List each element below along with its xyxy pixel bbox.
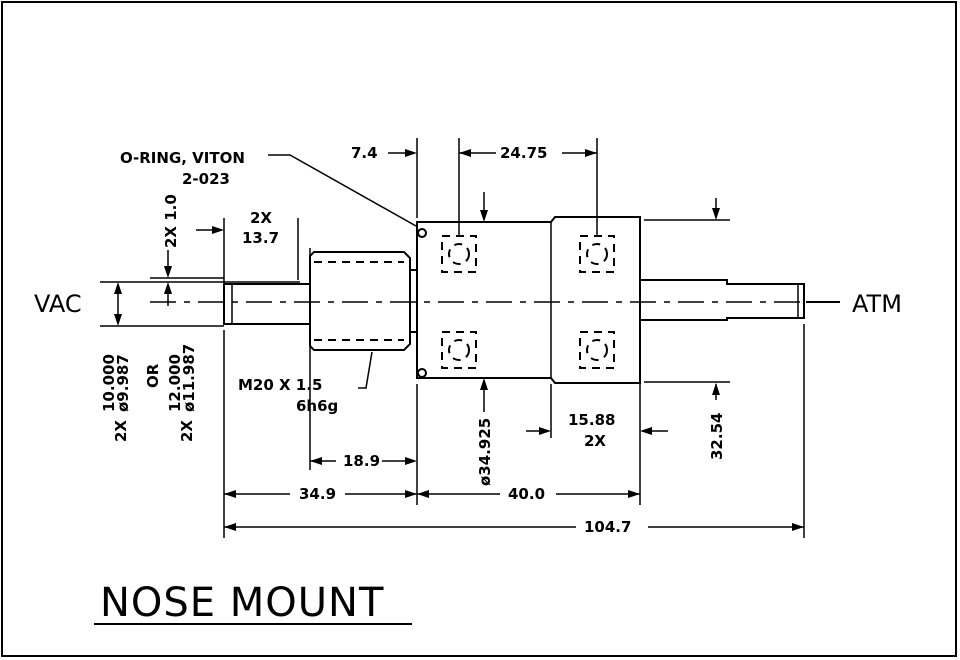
dim-15-88-2x: 2X: [584, 432, 606, 450]
dim-2x-1-0: 2X 1.0: [162, 194, 180, 248]
part-outline: [223, 216, 805, 384]
thread-label-line1: M20 X 1.5: [238, 376, 322, 394]
dia-a-lower: ø9.987: [114, 354, 132, 412]
or-text: OR: [144, 363, 162, 388]
dia-b-prefix: 2X: [178, 420, 196, 442]
thread-label-line2: 6h6g: [296, 397, 338, 415]
dim-7-4: 7.4: [351, 144, 378, 162]
dimension-lines: [100, 138, 805, 538]
dim-34-925: ø34.925: [476, 418, 494, 486]
dia-b-upper: 12.000: [166, 354, 184, 412]
atm-label: ATM: [852, 290, 902, 318]
dim-18-9: 18.9: [343, 452, 380, 470]
dim-34-9: 34.9: [299, 485, 336, 503]
main-body: [416, 216, 641, 384]
bearings: [441, 235, 615, 369]
dim-13-7: 13.7: [242, 229, 279, 247]
thread-section: [309, 251, 411, 351]
dim-2x-label: 2X: [250, 209, 272, 227]
bearing-bottom-left: [441, 331, 477, 369]
oring-label-line1: O-RING, VITON: [120, 149, 245, 167]
dia-b-lower: ø11.987: [180, 344, 198, 412]
oring-top: [417, 228, 427, 238]
dia-a-prefix: 2X: [112, 420, 130, 442]
dim-32-54: 32.54: [708, 413, 726, 460]
vac-label: VAC: [34, 290, 82, 318]
neck: [410, 269, 417, 333]
bearing-top-right: [579, 235, 615, 273]
bearing-bottom-right: [579, 331, 615, 369]
drawing-title: NOSE MOUNT: [100, 580, 384, 626]
oring-bottom: [417, 368, 427, 378]
dia-a-upper: 10.000: [100, 354, 118, 412]
oring-label-line2: 2-023: [182, 170, 230, 188]
bearing-top-left: [441, 235, 477, 273]
right-shaft: [640, 279, 805, 321]
dim-15-88: 15.88: [568, 411, 615, 429]
dim-24-75: 24.75: [500, 144, 547, 162]
dim-104-7: 104.7: [584, 518, 631, 536]
left-shaft: [223, 283, 310, 325]
dim-40-0: 40.0: [508, 485, 545, 503]
